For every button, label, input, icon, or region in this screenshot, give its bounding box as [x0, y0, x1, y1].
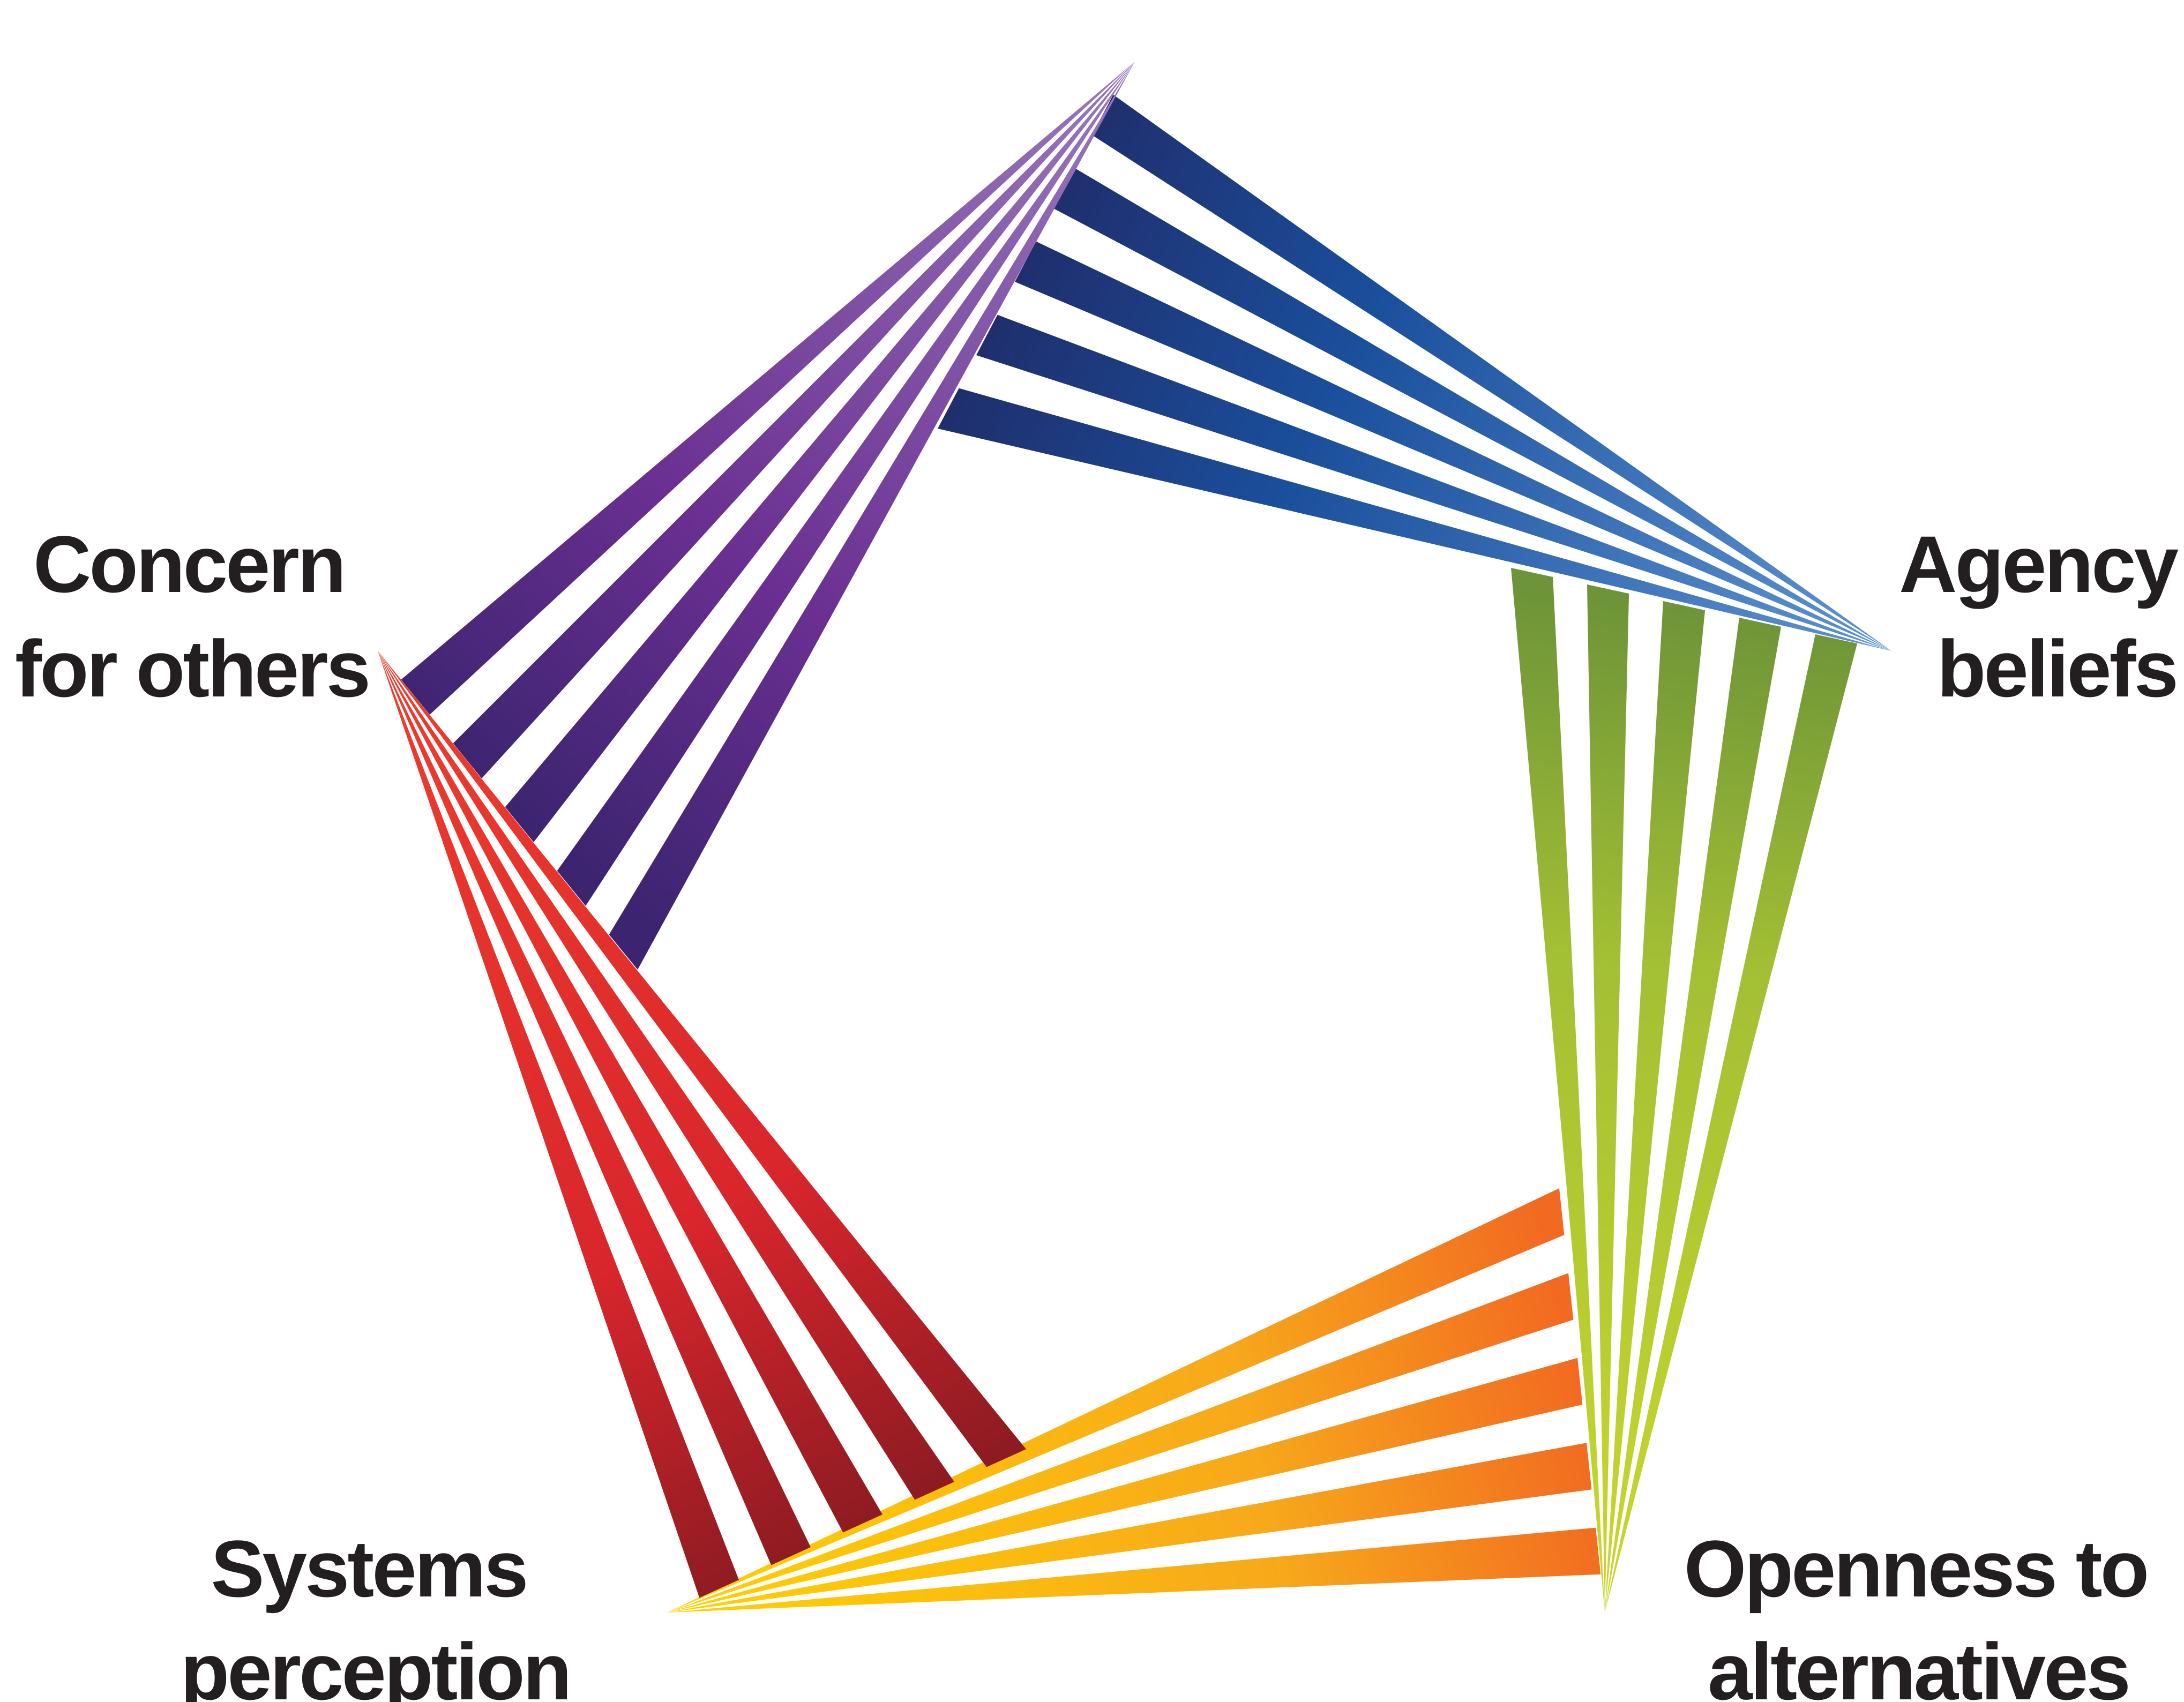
- stripe-systems-4: [378, 651, 811, 1565]
- stripe-systems-3: [378, 651, 882, 1533]
- stripe-systems-5: [378, 651, 739, 1598]
- stripe-openness-4: [667, 1443, 1592, 1613]
- node-label-systems-line-2: perception: [181, 1626, 570, 1702]
- stripe-openness-3: [667, 1358, 1583, 1613]
- stripe-concern-5: [401, 62, 1135, 715]
- node-label-concern-line-2: for others: [15, 624, 369, 714]
- node-label-openness-line-1: Openness to: [1684, 1524, 2148, 1614]
- stripe-top-3: [1015, 241, 1891, 651]
- node-label-openness-to-alternatives: Openness to alternatives: [1684, 1524, 2150, 1702]
- stripe-agency-1: [1511, 568, 1605, 1613]
- edge-openness-to-systems: [667, 1188, 1601, 1613]
- node-label-openness-line-2: alternatives: [1708, 1626, 2129, 1702]
- stripe-concern-1: [609, 62, 1135, 970]
- node-label-agency-beliefs-line-2: beliefs: [1937, 624, 2176, 714]
- stripe-agency-2: [1587, 584, 1629, 1613]
- stripe-concern-2: [557, 62, 1135, 906]
- node-label-systems-perception: Systems perception: [181, 1524, 572, 1702]
- edge-agency-to-openness: [1511, 568, 1858, 1613]
- node-label-systems-line-1: Systems: [211, 1524, 526, 1614]
- stripe-openness-1: [667, 1188, 1565, 1613]
- node-label-agency-beliefs: Agency beliefs: [1899, 519, 2180, 714]
- node-label-concern-for-others: Concern for others: [15, 519, 371, 714]
- edge-concern-to-top: [401, 62, 1135, 970]
- edge-top-to-agency: [938, 94, 1891, 651]
- stripe-agency-5: [1605, 634, 1858, 1613]
- stripe-agency-4: [1605, 618, 1782, 1613]
- stripe-openness-2: [667, 1273, 1574, 1613]
- stripe-concern-3: [505, 62, 1135, 842]
- stripe-top-5: [1092, 94, 1891, 651]
- stripe-openness-5: [667, 1527, 1601, 1613]
- stripe-top-2: [976, 314, 1891, 651]
- stripe-concern-4: [453, 62, 1135, 778]
- stripe-systems-1: [378, 651, 1026, 1467]
- node-label-agency-beliefs-line-1: Agency: [1899, 519, 2178, 609]
- stripe-top-4: [1053, 168, 1891, 651]
- node-label-concern-line-1: Concern: [33, 519, 344, 609]
- pentagon-stripes: [378, 62, 1891, 1613]
- stripe-systems-2: [378, 651, 954, 1500]
- stripe-agency-3: [1605, 601, 1706, 1613]
- stripe-top-1: [938, 388, 1891, 651]
- edge-systems-to-concern: [378, 651, 1026, 1598]
